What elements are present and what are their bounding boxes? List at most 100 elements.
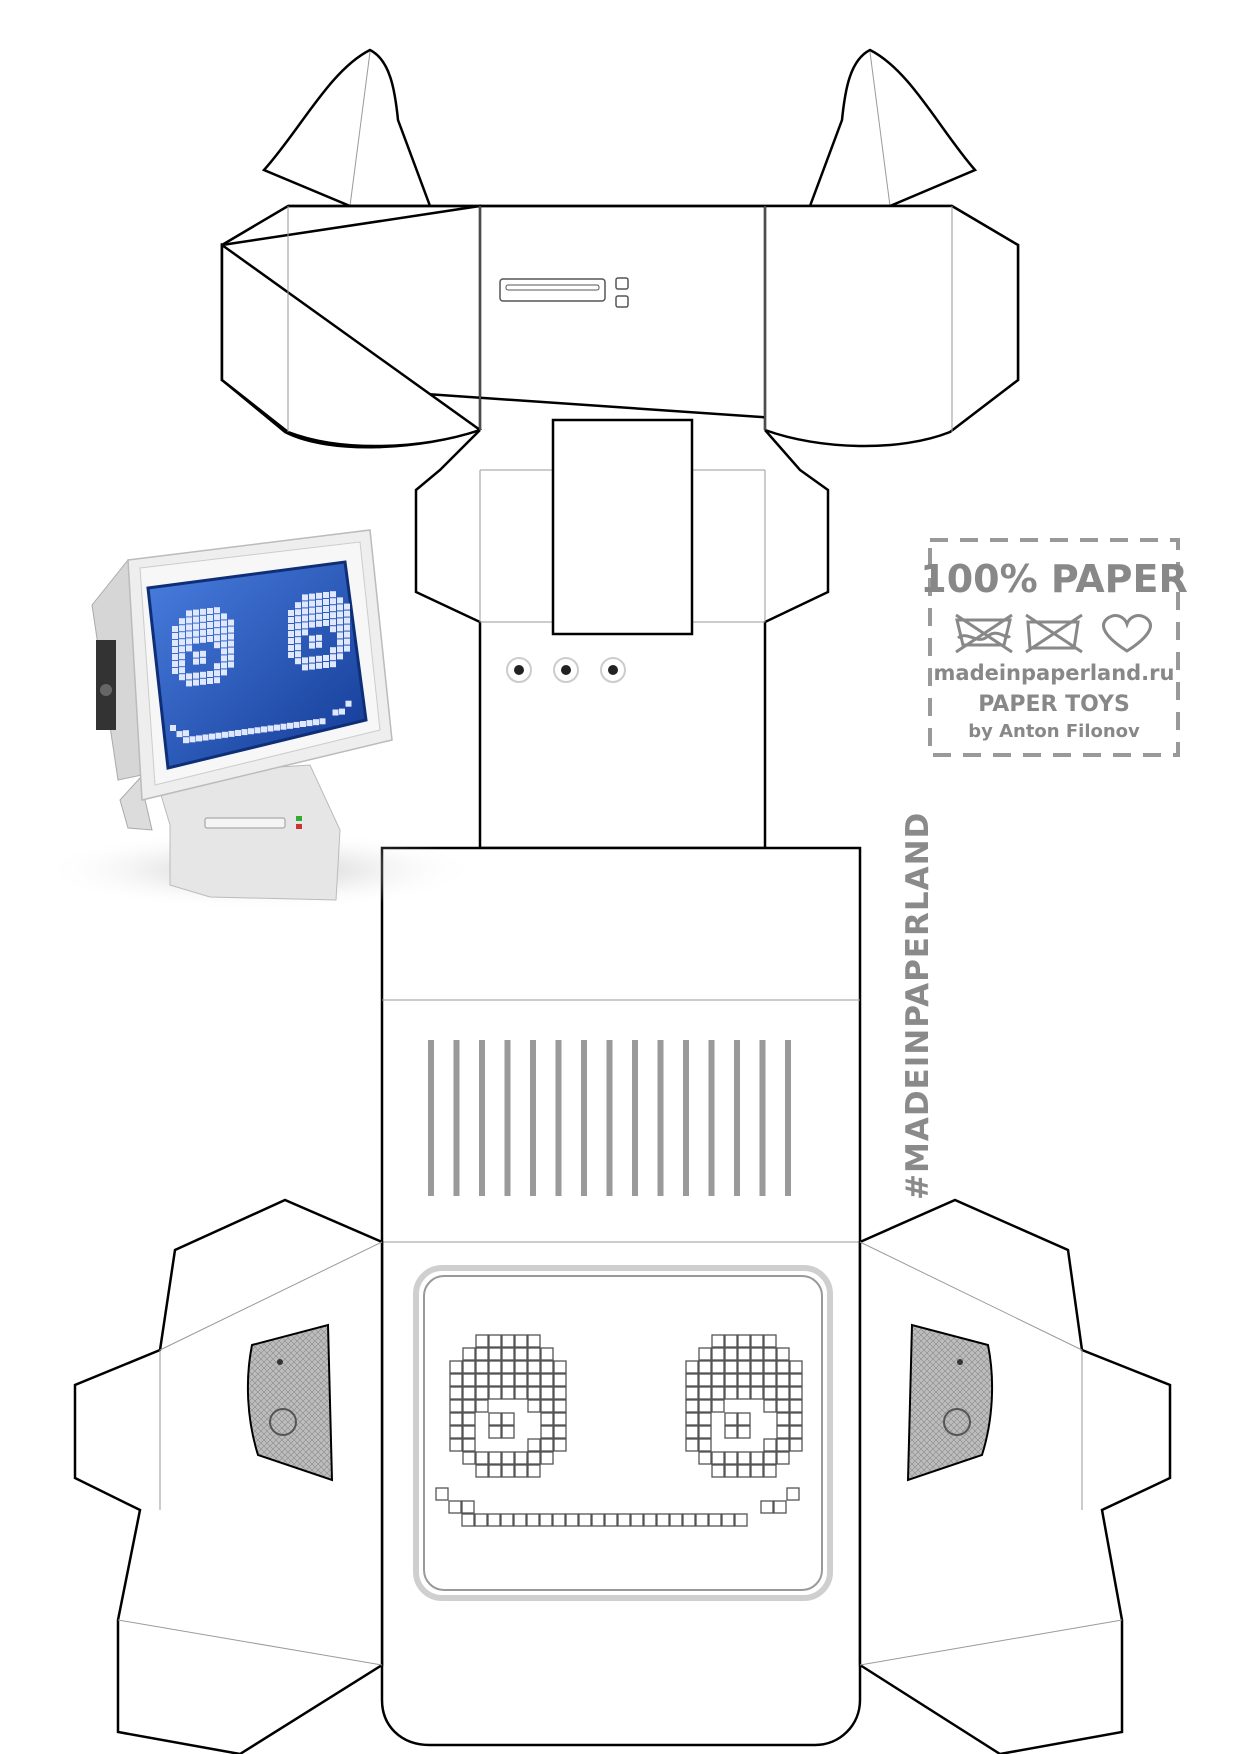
pixel-cell: [698, 1451, 712, 1465]
pixel-cell: [711, 1399, 725, 1413]
pixel-cell: [776, 1399, 790, 1413]
vent-slot: [504, 1040, 511, 1196]
no-wash-icon: [955, 613, 1013, 654]
preview-pixel: [200, 657, 206, 664]
pixel-cell: [724, 1464, 738, 1478]
preview-pixel: [193, 616, 199, 623]
preview-pixel: [228, 730, 235, 737]
pixel-cell: [501, 1412, 515, 1426]
pixel-cell: [540, 1360, 554, 1374]
pixel-cell: [669, 1513, 683, 1527]
preview-pixel: [316, 634, 322, 641]
preview-pixel: [309, 621, 315, 628]
pixel-cell: [750, 1360, 764, 1374]
preview-pixel: [337, 604, 343, 611]
pixel-cell: [789, 1373, 803, 1387]
pixel-cell: [724, 1412, 738, 1426]
pixel-cell: [514, 1373, 528, 1387]
pixel-cell: [737, 1347, 751, 1361]
pixel-cell: [789, 1412, 803, 1426]
preview-pixel: [323, 655, 329, 661]
preview-pixel: [295, 637, 301, 644]
preview-pixel: [200, 650, 206, 657]
pixel-cell: [737, 1464, 751, 1478]
pixel-cell: [449, 1399, 463, 1413]
pixel-cell: [527, 1386, 541, 1400]
preview-pixel: [323, 613, 329, 619]
pixel-cell: [500, 1513, 514, 1527]
pixel-cell: [527, 1334, 541, 1348]
pixel-cell: [462, 1451, 476, 1465]
preview-pixel: [295, 630, 301, 637]
preview-pixel: [309, 635, 315, 642]
pixel-cell: [513, 1513, 527, 1527]
preview-pixel: [330, 612, 336, 619]
preview-pixel: [344, 617, 350, 624]
pixel-cell: [540, 1347, 554, 1361]
pixel-cell: [540, 1438, 554, 1452]
preview-pixel: [214, 670, 220, 677]
pixel-cell: [685, 1373, 699, 1387]
pixel-cell: [698, 1438, 712, 1452]
preview-pixel: [330, 598, 336, 605]
pixel-cell: [789, 1438, 803, 1452]
preview-pixel: [172, 647, 178, 653]
pixel-cell: [435, 1487, 449, 1501]
preview-pixel: [288, 645, 294, 651]
preview-pixel: [215, 732, 222, 739]
pixel-cell: [724, 1347, 738, 1361]
pixel-cell: [776, 1373, 790, 1387]
preview-pixel: [200, 629, 206, 636]
preview-pixel: [179, 660, 185, 667]
preview-pixel: [183, 737, 189, 744]
preview-pixel: [176, 731, 183, 738]
vent-slot: [428, 1040, 434, 1196]
preview-pixel: [209, 733, 215, 740]
preview-pixel: [235, 730, 241, 736]
pixel-cell: [449, 1412, 463, 1426]
preview-pixel: [330, 661, 336, 668]
preview-pixel: [323, 599, 329, 605]
preview-pixel: [316, 655, 322, 662]
preview-pixel: [316, 662, 322, 669]
preview-pixel: [179, 674, 185, 681]
preview-pixel: [302, 664, 308, 671]
preview-pixel: [332, 709, 339, 716]
preview-pixel: [221, 634, 227, 641]
pixel-cell: [737, 1412, 751, 1426]
pixel-cell: [776, 1425, 790, 1439]
pixel-cell: [488, 1373, 502, 1387]
preview-pixel: [309, 663, 315, 670]
pixel-cell: [527, 1399, 541, 1413]
pixel-cell: [763, 1399, 777, 1413]
pixel-cell: [724, 1451, 738, 1465]
pixel-cell: [462, 1347, 476, 1361]
pixel-cell: [698, 1399, 712, 1413]
pixel-cell: [526, 1513, 540, 1527]
preview-pixel: [228, 633, 234, 640]
pixel-cell: [711, 1451, 725, 1465]
pixel-cell: [553, 1438, 567, 1452]
preview-pixel: [214, 635, 220, 642]
preview-pixel: [200, 622, 206, 629]
pixel-cell: [488, 1386, 502, 1400]
preview-pixel: [186, 610, 192, 617]
pixel-cell: [475, 1386, 489, 1400]
preview-pixel: [207, 622, 213, 628]
preview-pixel: [221, 641, 227, 648]
preview-pixel: [309, 600, 315, 607]
pixel-cell: [734, 1513, 748, 1527]
preview-pixel: [214, 607, 220, 614]
vent-slot: [632, 1040, 638, 1196]
preview-pixel: [186, 617, 192, 624]
pixel-cell: [711, 1334, 725, 1348]
pixel-cell: [488, 1464, 502, 1478]
preview-pixel: [193, 651, 199, 658]
preview-pixel: [306, 720, 313, 727]
preview-pixel: [295, 644, 301, 651]
preview-pixel: [189, 736, 196, 743]
pixel-cell: [487, 1513, 501, 1527]
preview-pixel: [207, 678, 213, 684]
pixel-cell: [501, 1425, 515, 1439]
pixel-cell: [488, 1360, 502, 1374]
